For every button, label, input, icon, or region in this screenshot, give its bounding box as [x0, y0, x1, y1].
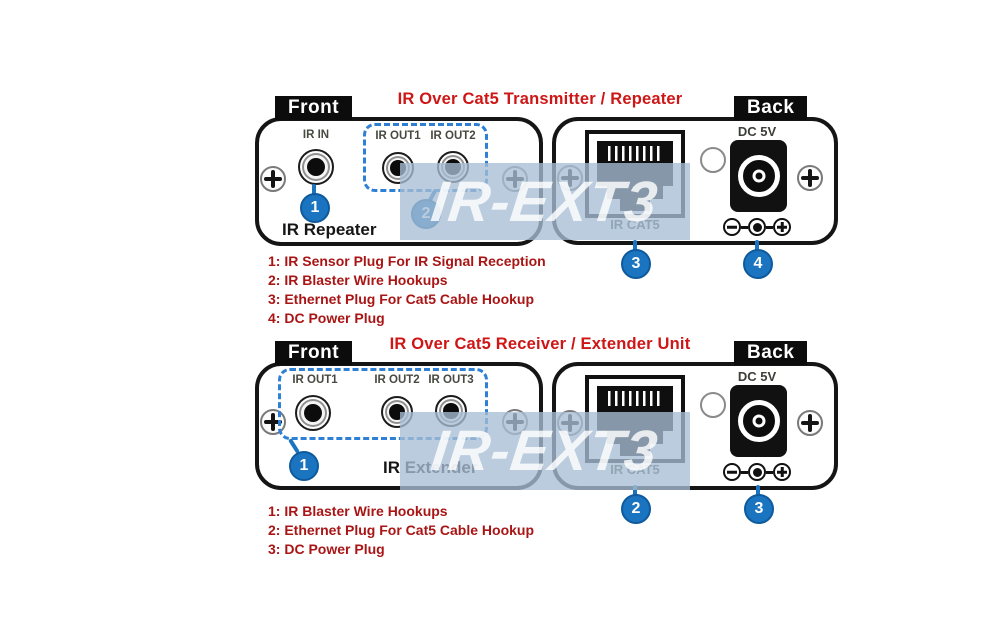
- legend-line: 2: Ethernet Plug For Cat5 Cable Hookup: [268, 522, 535, 538]
- transmitter-title: IR Over Cat5 Transmitter / Repeater: [397, 90, 683, 108]
- watermark-band: IR-EXT3: [400, 412, 690, 490]
- ir-in-jack-icon: [298, 149, 334, 185]
- ir-out3-label: IR OUT3: [428, 374, 474, 386]
- receiver-back-tab: Back: [734, 341, 808, 365]
- receiver-legend: 1: IR Blaster Wire Hookups 2: Ethernet P…: [268, 502, 534, 559]
- callout-line: [755, 240, 759, 252]
- polarity-icon: [723, 463, 791, 481]
- callout-2: 2: [621, 494, 651, 524]
- callout-1: 1: [289, 451, 319, 481]
- callout-3: 3: [744, 494, 774, 524]
- transmitter-legend: 1: IR Sensor Plug For IR Signal Receptio…: [268, 252, 546, 328]
- callout-4: 4: [743, 249, 773, 279]
- ir-out1-label: IR OUT1: [292, 374, 338, 386]
- dc-ring: [737, 400, 780, 442]
- watermark-text: IR-EXT3: [428, 419, 662, 483]
- watermark-band: IR-EXT3: [400, 163, 690, 240]
- callout-line: [756, 485, 760, 497]
- transmitter-front-tab: Front: [275, 96, 353, 120]
- polarity-plus: [773, 218, 791, 236]
- ir-out2-label: IR OUT2: [374, 374, 420, 386]
- dc-5v-label: DC 5V: [737, 369, 777, 384]
- callout-line: [312, 184, 316, 196]
- ir-out1-label: IR OUT1: [375, 130, 421, 142]
- led-hole-icon: [700, 147, 726, 173]
- legend-line: 1: IR Sensor Plug For IR Signal Receptio…: [268, 253, 546, 269]
- watermark-text: IR-EXT3: [428, 169, 662, 234]
- polarity-minus: [723, 463, 741, 481]
- dc-5v-label: DC 5V: [737, 124, 777, 139]
- led-hole-icon: [700, 392, 726, 418]
- callout-line: [633, 240, 637, 252]
- legend-line: 2: IR Blaster Wire Hookups: [268, 272, 448, 288]
- legend-line: 3: Ethernet Plug For Cat5 Cable Hookup: [268, 291, 535, 307]
- rj45-pins: [608, 146, 662, 161]
- callout-line: [633, 485, 637, 497]
- ir-in-label: IR IN: [302, 129, 330, 141]
- transmitter-back-tab: Back: [734, 96, 808, 120]
- callout-1: 1: [300, 193, 330, 223]
- legend-line: 3: DC Power Plug: [268, 541, 385, 557]
- screw-icon: [797, 410, 823, 436]
- polarity-center: [748, 218, 766, 236]
- receiver-title: IR Over Cat5 Receiver / Extender Unit: [389, 335, 691, 353]
- callout-3: 3: [621, 249, 651, 279]
- polarity-link: [741, 225, 748, 229]
- dc-power-jack-icon: [730, 385, 787, 457]
- polarity-link: [766, 225, 773, 229]
- rj45-pins: [608, 391, 662, 406]
- polarity-center: [748, 463, 766, 481]
- ir-out1-jack-icon: [295, 395, 331, 431]
- dc-power-jack-icon: [730, 140, 787, 212]
- polarity-icon: [723, 218, 791, 236]
- polarity-plus: [773, 463, 791, 481]
- polarity-link: [741, 470, 748, 474]
- repeater-name-label: IR Repeater: [282, 220, 377, 239]
- screw-icon: [797, 165, 823, 191]
- ir-out2-label: IR OUT2: [430, 130, 476, 142]
- screw-icon: [260, 166, 286, 192]
- dc-ring: [737, 155, 780, 197]
- legend-line: 1: IR Blaster Wire Hookups: [268, 503, 448, 519]
- polarity-minus: [723, 218, 741, 236]
- polarity-link: [766, 470, 773, 474]
- legend-line: 4: DC Power Plug: [268, 310, 385, 326]
- receiver-front-tab: Front: [275, 341, 353, 365]
- ir-out-group-outline: [278, 368, 488, 440]
